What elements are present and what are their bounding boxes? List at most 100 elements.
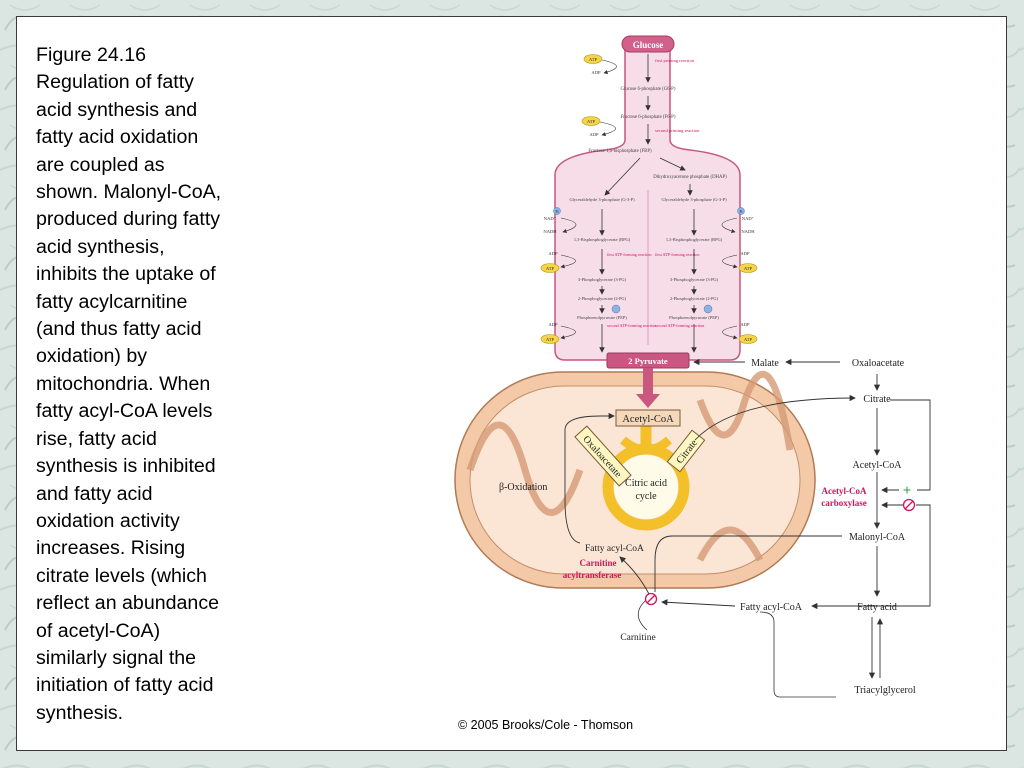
nad-arrow-left [560,217,577,233]
acetyl-merge [620,436,672,455]
pyruvate-transport-arrow [643,368,653,396]
second-priming-label: second priming reaction [655,128,700,133]
nadh-label-left: NADH [543,229,557,234]
malate-label: Malate [751,358,779,369]
pyruvate-transport-arrowhead [636,394,660,408]
dhap-label: Dihydroxyacetone phosphate (DHAP) [653,175,727,180]
mito-acetyl-coa-label: Acetyl-CoA [622,414,674,425]
pi-coin-right [737,207,745,215]
pg3-right-label: 3-Phosphoglycerate (3-PG) [670,277,719,282]
beta-oxidation-label: β-Oxidation [499,482,547,493]
nad-arrow-right [721,217,738,233]
nadh-label-right: NADH [741,229,755,234]
adp-label-right-2: ADP [740,322,750,327]
atp-label-1: ATP [589,57,598,62]
pi-coin-left [553,207,561,215]
atp-label-left-2: ATP [546,337,555,342]
cristae-bottom [696,526,764,562]
inhibition-slash-cat [646,594,656,604]
g6p-label: Glucose 6-phosphate (G6-P) [621,87,676,92]
atp-label-right-1: ATP [744,266,753,271]
adp-label-left-2: ADP [548,322,558,327]
arrow-fbp-dhap [659,157,686,171]
adp-label-left-1: ADP [548,251,558,256]
pep-left-label: Phosphoenolpyruvate (PEP) [577,315,627,320]
carnitine-loop [637,599,648,631]
glucose-node [621,35,675,53]
tca-label-line2: cycle [635,491,657,502]
beta-oxidation-arrow [564,412,615,544]
mito-fatty-acyl-coa-label: Fatty acyl-CoA [585,544,644,554]
oxaloacetate-box [574,425,632,487]
second-atp-forming-right: second ATP-forming reaction [655,323,705,328]
atp-coin-1 [583,54,603,64]
cristae-left [466,421,584,516]
pg3-left-label: 3-Phosphoglycerate (3-PG) [578,277,627,282]
fbp-label: Fructose 1,6-bisphosphate (FBP) [588,149,652,154]
atp-arrow-1 [601,59,617,75]
atp-coin-right-1 [738,263,758,273]
carnitine-at-line1: Carnitine [580,558,617,568]
cyto-acetyl-coa-label: Acetyl-CoA [853,460,903,471]
arrow-acylcoa-cat [661,599,736,607]
arrow-citrate-export [694,394,856,441]
glycolysis-pathway: Glucose Glucose 6-phosphate (G6-P) Fruct… [540,35,758,369]
water-icon-right [703,304,713,314]
first-atp-forming-left: first ATP-forming reaction [607,252,652,257]
water-icon-left [611,304,621,314]
inhibition-slash-acc [904,500,914,510]
f6p-label: Fructose 6-phosphate (F6-P) [621,115,676,120]
atp-label-right-2: ATP [744,337,753,342]
feedback-inhibition-line [815,504,931,607]
second-atp-forming-left: second ATP-forming reaction [607,323,657,328]
cyto-oxaloacetate-label: Oxaloacetate [852,358,905,369]
nad-label-left: NAD⁺ [544,216,557,221]
activation-plus-icon: + [903,483,912,499]
cytosol-regulation: Oxaloacetate Malate Citrate Acetyl-CoA A… [644,358,931,698]
citrate-box [666,429,706,473]
tca-label-line1: Citric acid [625,478,667,489]
atp-label-left-1: ATP [546,266,555,271]
tca-center [614,455,678,519]
carnitine-at-line2: acyltransferase [563,570,621,580]
atp-label-2: ATP [587,119,596,124]
copyright-credit: © 2005 Brooks/Cole - Thomson [458,718,634,732]
pg2-left-label: 2-Phosphoglycerate (2-PG) [578,296,627,301]
acc-line1: Acetyl-CoA [822,486,867,496]
first-priming-label: first priming reaction [655,58,695,63]
atp-arrow-left-2 [560,325,576,340]
fatty-acid-label: Fatty acid [857,602,897,613]
cyto-fatty-acyl-coa-label: Fatty acyl-CoA [740,602,803,613]
figure-caption: Figure 24.16 Regulation of fatty acid sy… [36,44,222,724]
adp-label-right-1: ADP [740,251,750,256]
atp-coin-2 [581,116,601,126]
pi-label-right: Pi [740,210,743,214]
g3p-left-label: Glyceraldehyde 3-phosphate (G-3-P) [569,197,635,202]
acc-line2: carboxylase [821,498,867,508]
malonyl-coa-label: Malonyl-CoA [849,532,906,543]
citrate-activation-line [890,399,931,491]
atp-arrow-left-1 [560,254,576,269]
pyruvate-label: 2 Pyruvate [628,356,668,366]
atp-coin-left-2 [540,334,560,344]
slide-panel [16,16,1007,751]
malonyl-inhibition-line [654,535,842,592]
g3p-right-label: Glyceraldehyde 3-phosphate (G-3-P) [661,197,727,202]
citric-acid-cycle: Citric acid cycle [602,425,690,531]
bpg-right-label: 1,3-Bisphosphoglycerate (BPG) [666,237,723,243]
tag-return-line [759,611,836,698]
pg2-right-label: 2-Phosphoglycerate (2-PG) [670,296,719,301]
atp-coin-right-2 [738,334,758,344]
pi-label-left: Pi [556,210,559,214]
arrow-fbp-g3p-left [604,157,641,196]
atp-arrow-right-1 [722,254,738,269]
atp-arrow-right-2 [722,325,738,340]
atp-coin-left-1 [540,263,560,273]
carnitine-label: Carnitine [620,633,655,643]
pep-right-label: Phosphoenolpyruvate (PEP) [669,315,719,320]
first-atp-forming-right: first ATP-forming reaction [655,252,700,257]
adp-label-1: ADP [591,70,601,75]
nad-label-right: NAD⁺ [742,216,755,221]
glucose-label: Glucose [633,40,664,50]
